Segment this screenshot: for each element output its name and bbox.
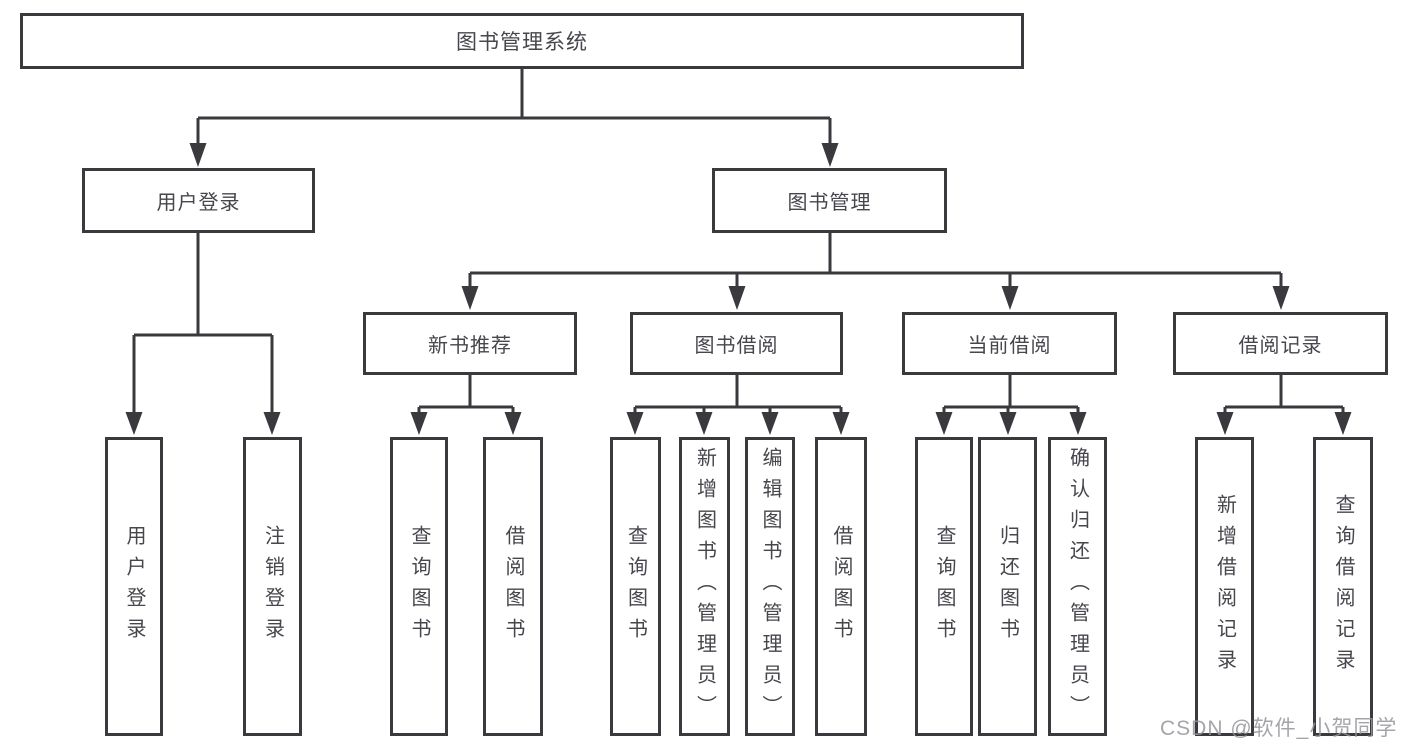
node-label: 图书管理: [787, 192, 872, 214]
node-label: 确认归还（管理员）: [1066, 447, 1089, 726]
leaf-query-books-borrow: 查询图书: [610, 437, 661, 736]
leaf-query-books-current: 查询图书: [915, 437, 973, 736]
leaf-user-login: 用户登录: [105, 437, 163, 736]
node-borrow-records: 借阅记录: [1173, 312, 1388, 375]
node-root-library-system: 图书管理系统: [20, 13, 1024, 69]
node-label: 查询图书: [933, 524, 955, 649]
arrowheads: [125, 143, 1352, 435]
leaf-return-books: 归还图书: [978, 437, 1037, 736]
leaf-logout: 注销登录: [243, 437, 302, 736]
node-book-borrow: 图书借阅: [630, 312, 843, 375]
node-label: 归还图书: [996, 524, 1019, 649]
leaf-add-borrow-record: 新增借阅记录: [1195, 437, 1254, 736]
node-label: 注销登录: [261, 524, 284, 649]
csdn-watermark: CSDN @软件_小贺同学: [1160, 717, 1398, 740]
node-label: 借阅图书: [830, 524, 852, 649]
node-label: 图书管理系统: [456, 31, 588, 54]
node-new-book-recommend: 新书推荐: [363, 312, 577, 375]
leaf-confirm-return-admin: 确认归还（管理员）: [1048, 437, 1107, 736]
node-label: 查询图书: [408, 524, 430, 649]
leaf-query-borrow-record: 查询借阅记录: [1313, 437, 1373, 736]
leaf-edit-books-admin: 编辑图书（管理员）: [745, 437, 795, 736]
node-label: 编辑图书（管理员）: [759, 447, 781, 726]
node-book-management: 图书管理: [712, 168, 947, 233]
node-label: 借阅图书: [502, 524, 524, 649]
leaf-borrow-books-recommend: 借阅图书: [483, 437, 543, 736]
node-label: 查询图书: [624, 524, 647, 649]
node-label: 新增图书（管理员）: [693, 447, 716, 726]
node-label: 新增借阅记录: [1213, 493, 1236, 680]
node-label: 用户登录: [156, 192, 241, 214]
node-current-borrow: 当前借阅: [902, 312, 1117, 375]
node-user-login: 用户登录: [82, 168, 315, 233]
node-label: 查询借阅记录: [1332, 493, 1354, 680]
leaf-borrow-books: 借阅图书: [815, 437, 867, 736]
node-label: 用户登录: [123, 524, 145, 649]
node-label: 借阅记录: [1238, 335, 1323, 357]
node-label: 当前借阅: [967, 335, 1052, 357]
node-label: 图书借阅: [694, 335, 779, 357]
leaf-add-books-admin: 新增图书（管理员）: [679, 437, 730, 736]
leaf-query-books-recommend: 查询图书: [390, 437, 448, 736]
node-label: 新书推荐: [428, 335, 512, 357]
